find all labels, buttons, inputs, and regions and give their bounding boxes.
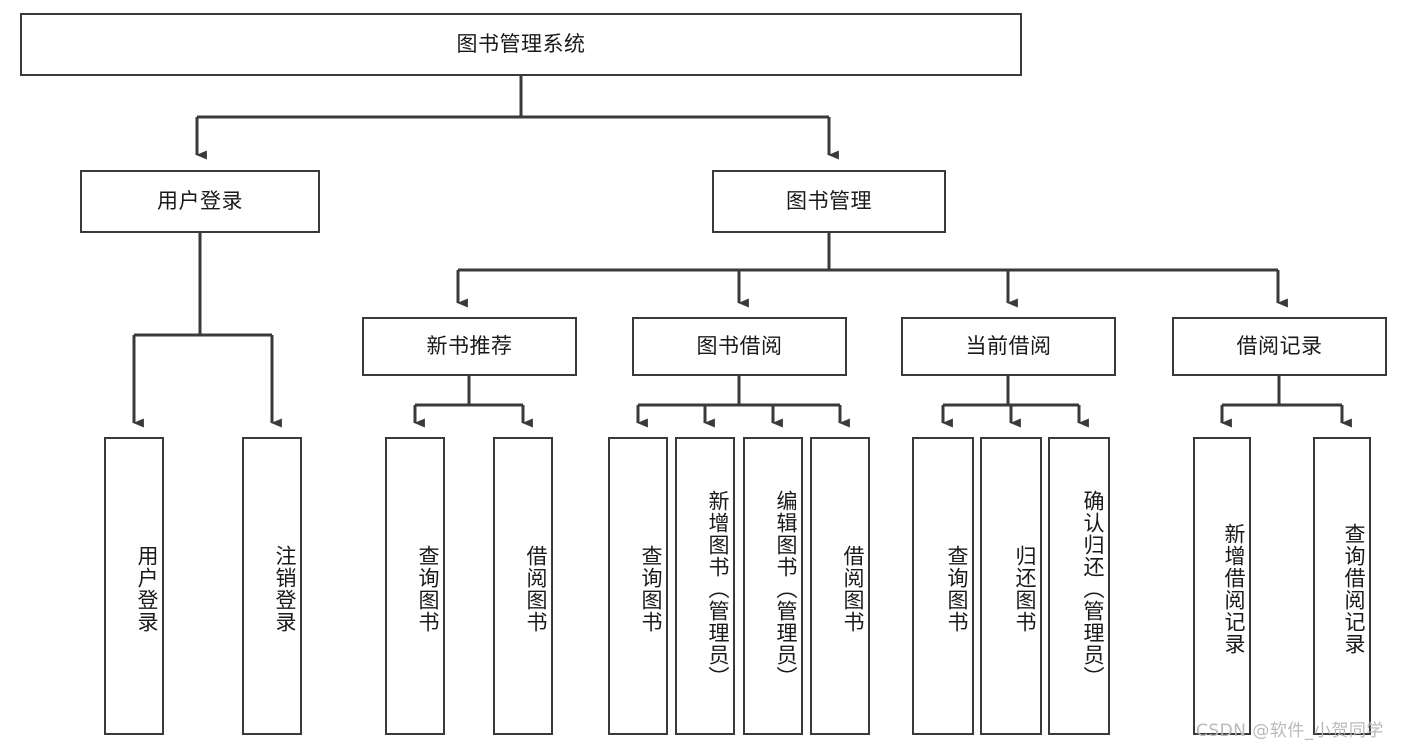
leaf-new-book-query[interactable]: 查询图书 (385, 437, 445, 735)
leaf-record-query-record[interactable]: 查询借阅记录 (1313, 437, 1371, 735)
leaf-user-login-logout[interactable]: 注销登录 (242, 437, 302, 735)
node-user-login[interactable]: 用户登录 (80, 170, 320, 233)
leaf-borrow-borrow-book[interactable]: 借阅图书 (810, 437, 870, 735)
node-new-book-recommend-label: 新书推荐 (426, 333, 513, 358)
leaf-label: 查询图书 (416, 545, 440, 633)
node-book-management[interactable]: 图书管理 (712, 170, 946, 233)
leaf-record-add-record[interactable]: 新增借阅记录 (1193, 437, 1251, 735)
leaf-label: 注销登录 (273, 545, 297, 633)
node-new-book-recommend[interactable]: 新书推荐 (362, 317, 577, 376)
leaf-borrow-edit-book-admin[interactable]: 编辑图书（管理员） (743, 437, 803, 735)
leaf-label: 新增借阅记录 (1222, 523, 1246, 655)
leaf-label: 查询图书 (945, 545, 969, 633)
leaf-label: 编辑图书（管理员） (774, 490, 798, 688)
leaf-label: 借阅图书 (841, 545, 865, 633)
node-root-label: 图书管理系统 (456, 31, 586, 56)
node-book-borrow[interactable]: 图书借阅 (632, 317, 847, 376)
node-book-borrow-label: 图书借阅 (696, 333, 783, 358)
node-user-login-label: 用户登录 (157, 188, 243, 213)
node-borrow-record-label: 借阅记录 (1236, 333, 1323, 358)
node-root[interactable]: 图书管理系统 (20, 13, 1022, 76)
leaf-borrow-query-book[interactable]: 查询图书 (608, 437, 668, 735)
node-book-management-label: 图书管理 (786, 188, 872, 213)
leaf-label: 归还图书 (1013, 545, 1037, 633)
leaf-label: 新增图书（管理员） (706, 490, 730, 688)
leaf-label: 查询图书 (639, 545, 663, 633)
leaf-current-confirm-return-admin[interactable]: 确认归还（管理员） (1048, 437, 1110, 735)
leaf-user-login-login[interactable]: 用户登录 (104, 437, 164, 735)
leaf-label: 借阅图书 (524, 545, 548, 633)
node-current-borrow[interactable]: 当前借阅 (901, 317, 1116, 376)
leaf-current-query-book[interactable]: 查询图书 (912, 437, 974, 735)
leaf-label: 确认归还（管理员） (1081, 490, 1105, 688)
csdn-watermark: CSDN @软件_小贺同学 (1196, 721, 1384, 741)
leaf-label: 用户登录 (135, 545, 159, 633)
leaf-new-book-borrow[interactable]: 借阅图书 (493, 437, 553, 735)
leaf-borrow-add-book-admin[interactable]: 新增图书（管理员） (675, 437, 735, 735)
node-borrow-record[interactable]: 借阅记录 (1172, 317, 1387, 376)
leaf-current-return-book[interactable]: 归还图书 (980, 437, 1042, 735)
node-current-borrow-label: 当前借阅 (965, 333, 1052, 358)
leaf-label: 查询借阅记录 (1342, 523, 1366, 655)
